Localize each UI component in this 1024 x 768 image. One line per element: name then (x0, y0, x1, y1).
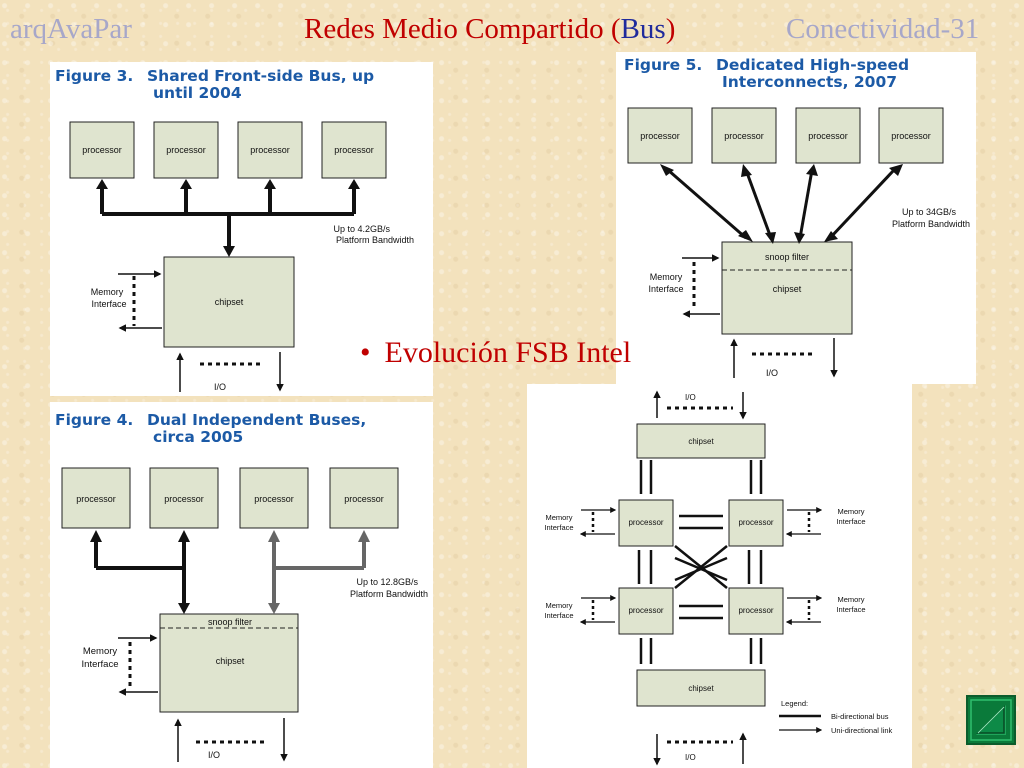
fig4-bandwidth-line2: Platform Bandwidth (350, 589, 428, 599)
fig3-chipset-label: chipset (215, 297, 244, 307)
bullet-text: Evolución FSB Intel (384, 336, 632, 369)
bullet-dot: • (360, 336, 371, 369)
fig6-memory-label-2b: Interface (836, 517, 865, 526)
fig6-memory-label-4a: Memory (837, 595, 864, 604)
fig4-processor-label-1: processor (76, 494, 116, 504)
fig3-processor-3 (237, 121, 303, 179)
figure-3-panel: Figure 3. Shared Front-side Bus, up until… (50, 62, 433, 396)
fig4-snoop-label: snoop filter (208, 617, 252, 627)
fig4-processor-label-3: processor (254, 494, 294, 504)
fig3-bandwidth-line1: Up to 4.2GB/s (333, 224, 390, 234)
fig6-io-label-bottom: I/O (685, 753, 696, 762)
fig6-memory-label-2a: Memory (837, 507, 864, 516)
figure-5-title: Figure 5. Dedicated High-speed Interconne… (624, 57, 909, 91)
slide-title: Redes Medio Compartido (Bus) (304, 12, 675, 46)
bullet-point: • Evolución FSB Intel (360, 336, 631, 370)
back-nav-button[interactable] (966, 695, 1016, 745)
figure-3-title-line1: Shared Front-side Bus, up (147, 67, 375, 85)
fig6-legend-title: Legend: (781, 699, 808, 708)
fig5-bandwidth-line1: Up to 34GB/s (902, 207, 957, 217)
figure-6-panel: I/O I/O chipset chipset processor proces… (527, 384, 912, 768)
fig5-processor-label-3: processor (808, 131, 848, 141)
fig3-chipset-box (163, 256, 295, 348)
back-triangle-icon (970, 699, 1012, 741)
fig3-io-label: I/O (214, 382, 226, 392)
figure-4-title: Figure 4. Dual Independent Buses, circa 2… (55, 412, 366, 446)
fig6-memory-label-1a: Memory (545, 513, 572, 522)
fig6-processor-label-4: processor (738, 606, 773, 615)
fig6-io-label-top: I/O (685, 393, 696, 402)
slide-title-close: ) (665, 13, 676, 45)
fig4-processor-label-2: processor (164, 494, 204, 504)
slide-title-bus: Bus (620, 13, 666, 45)
fig4-memory-label-1: Memory (83, 646, 118, 657)
figure-5-panel: Figure 5. Dedicated High-speed Interconne… (616, 52, 976, 384)
fig6-memory-label-4b: Interface (836, 605, 865, 614)
figure-4-diagram: processor processor processor processor … (61, 467, 428, 762)
fig5-snoop-label: snoop filter (765, 252, 809, 262)
figure-3-title: Figure 3. Shared Front-side Bus, up until… (55, 68, 374, 102)
slide-title-main: Redes Medio Compartido ( (304, 13, 621, 45)
fig3-processor-label-3: processor (250, 145, 290, 155)
fig6-processor-label-1: processor (628, 518, 663, 527)
fig6-legend-bidir: Bi-directional bus (831, 712, 889, 721)
fig6-legend-unidir: Uni-directional link (831, 726, 893, 735)
fig6-chipset-label-top: chipset (688, 437, 714, 446)
fig4-memory-label-2: Interface (82, 659, 119, 670)
fig6-memory-label-3a: Memory (545, 601, 572, 610)
figure-6-diagram: I/O I/O chipset chipset processor proces… (544, 390, 893, 766)
figure-5-title-line1: Dedicated High-speed (716, 56, 910, 74)
fig5-bandwidth-line2: Platform Bandwidth (892, 219, 970, 229)
fig5-memory-label-2: Interface (648, 284, 683, 294)
fig6-processor-label-2: processor (738, 518, 773, 527)
fig5-chipset-label: chipset (773, 284, 802, 294)
figure-5-diagram: processor processor processor processor … (627, 107, 970, 378)
fig5-memory-label-1: Memory (650, 272, 683, 282)
figure-4-title-line2: circa 2005 (153, 428, 244, 446)
fig3-processor-label-2: processor (166, 145, 206, 155)
figure-5-title-line2: Interconnects, 2007 (722, 73, 898, 91)
fig3-processor-label-1: processor (82, 145, 122, 155)
fig4-chipset-label: chipset (216, 656, 245, 666)
slide-course-label: arqAvaPar (10, 13, 132, 45)
figure-4-title-line1: Dual Independent Buses, (147, 411, 367, 429)
fig6-chipset-label-bottom: chipset (688, 684, 714, 693)
fig5-processor-label-1: processor (640, 131, 680, 141)
fig3-processor-1 (69, 121, 135, 179)
fig3-processor-2 (153, 121, 219, 179)
figure-5-number: Figure 5. (624, 56, 703, 74)
fig3-processor-label-4: processor (334, 145, 374, 155)
figure-4-panel: Figure 4. Dual Independent Buses, circa 2… (50, 402, 433, 768)
fig5-io-label: I/O (766, 368, 778, 378)
fig3-memory-label-1: Memory (91, 287, 124, 297)
slide-page-label: Conectividad-31 (786, 13, 980, 45)
figure-3-number: Figure 3. (55, 67, 134, 85)
fig4-io-label: I/O (208, 750, 220, 760)
fig5-processor-label-4: processor (891, 131, 931, 141)
fig4-bandwidth-line1: Up to 12.8GB/s (356, 577, 418, 587)
fig3-memory-label-2: Interface (91, 299, 126, 309)
fig5-processor-label-2: processor (724, 131, 764, 141)
fig3-bandwidth-line2: Platform Bandwidth (336, 235, 414, 245)
figure-4-number: Figure 4. (55, 411, 134, 429)
fig4-processor-label-4: processor (344, 494, 384, 504)
fig3-processor-4 (321, 121, 387, 179)
figure-3-title-line2: until 2004 (153, 84, 242, 102)
fig6-memory-label-3b: Interface (544, 611, 573, 620)
figure-3-diagram: processor processor processor processor … (69, 121, 414, 392)
fig6-processor-label-3: processor (628, 606, 663, 615)
fig6-memory-label-1b: Interface (544, 523, 573, 532)
